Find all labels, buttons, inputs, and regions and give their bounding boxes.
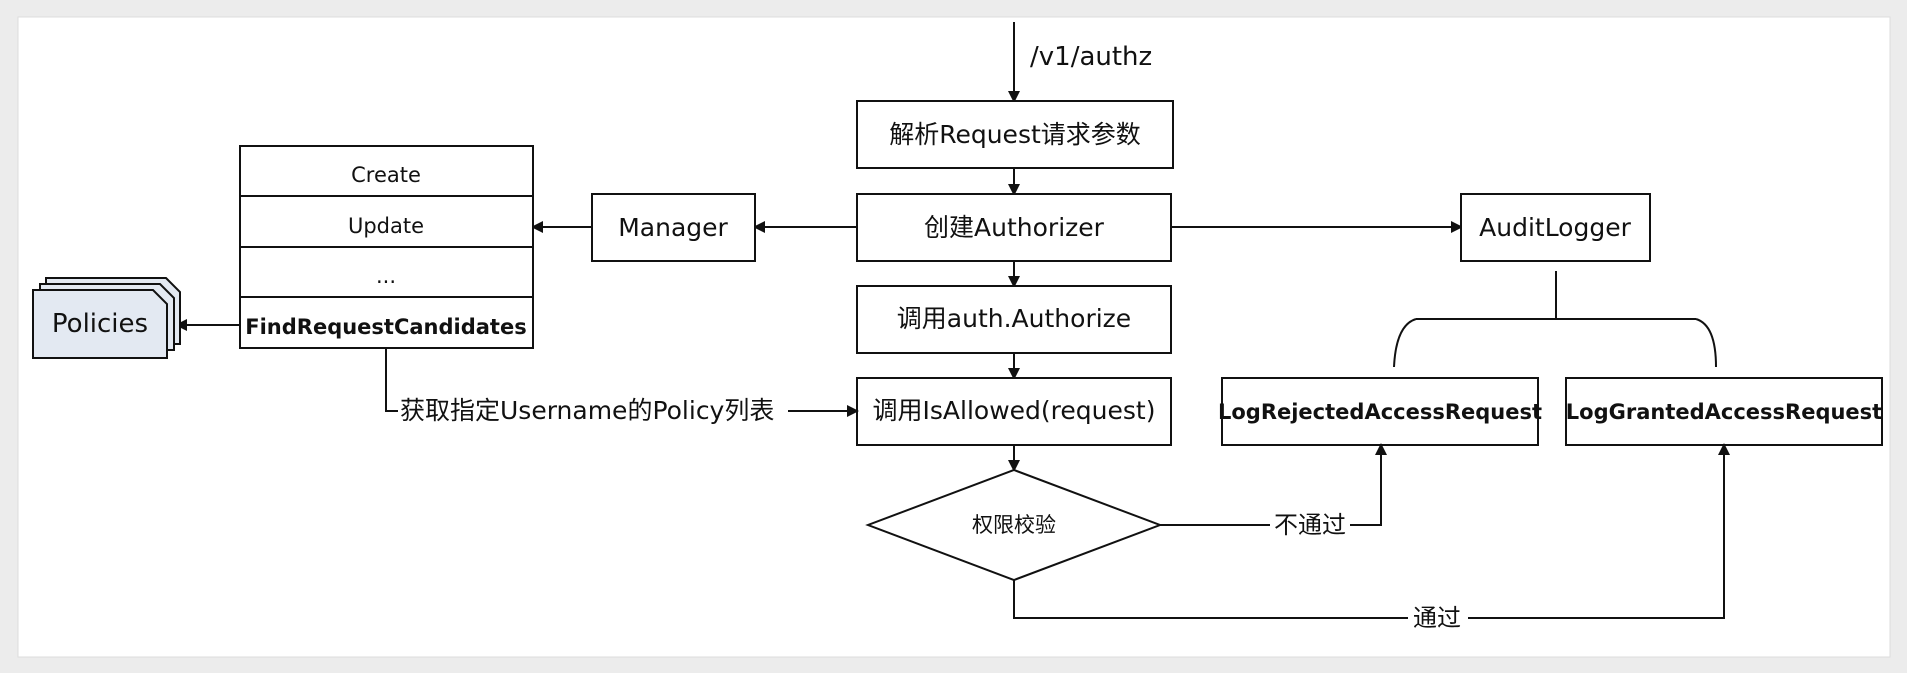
method-update: Update <box>348 214 424 238</box>
auditlogger-box <box>1460 193 1651 262</box>
log-granted-label: LogGrantedAccessRequest <box>1566 400 1882 424</box>
rejected-arrow <box>1350 443 1387 526</box>
log-rejected-label: LogRejectedAccessRequest <box>1218 400 1542 424</box>
manager-label: Manager <box>618 213 728 242</box>
parse-request-label: 解析Request请求参数 <box>889 120 1141 149</box>
call-authorize-label: 调用auth.Authorize <box>897 304 1131 333</box>
get-policies-connector <box>385 348 398 412</box>
rejected-label: 不通过 <box>1274 511 1346 539</box>
permission-check-label: 权限校验 <box>972 513 1056 537</box>
granted-arrow <box>1468 443 1730 619</box>
granted-label: 通过 <box>1413 604 1461 632</box>
policies-label: Policies <box>52 309 148 339</box>
method-find-request-candidates: FindRequestCandidates <box>245 315 526 339</box>
granted-connector <box>1013 580 1408 619</box>
call-isallowed-label: 调用IsAllowed(request) <box>873 396 1156 425</box>
get-policies-label: 获取指定Username的Policy列表 <box>400 396 774 425</box>
endpoint-label: /v1/authz <box>1030 42 1152 72</box>
create-authorizer-label: 创建Authorizer <box>924 213 1105 242</box>
auditlogger-label: AuditLogger <box>1479 213 1631 242</box>
log-granted-box <box>1565 377 1883 446</box>
method-ellipsis: ... <box>376 264 396 288</box>
parse-request-box <box>856 100 1174 169</box>
policies-icon <box>32 277 181 359</box>
method-create: Create <box>351 163 421 187</box>
auditlogger-brace <box>1393 271 1717 368</box>
